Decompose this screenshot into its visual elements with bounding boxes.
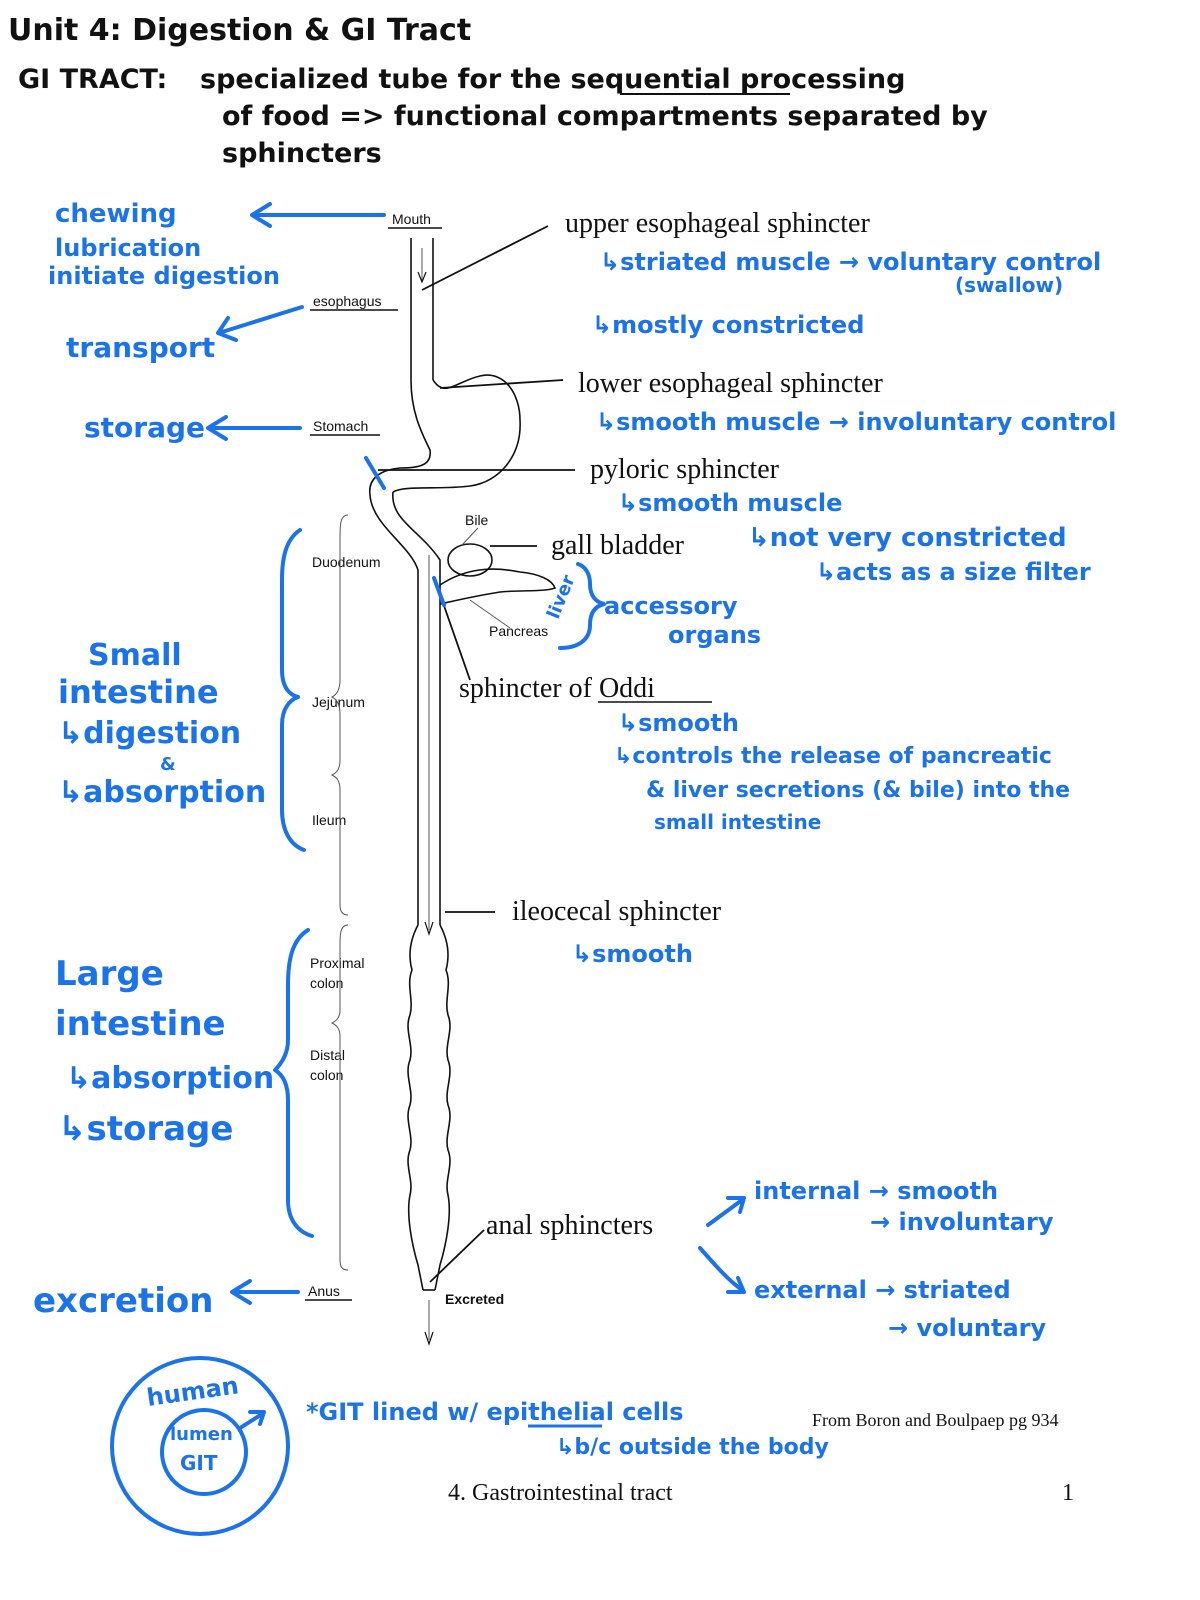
note-large-1: Large [55,954,164,994]
note-small-4: ↳absorption [58,775,266,810]
note-epithelial: *GIT lined w/ epithelial cells [306,1398,684,1426]
note-large-3: ↳absorption [66,1061,274,1096]
note-upper-2: (swallow) [955,273,1063,297]
note-external-2: → voluntary [888,1314,1047,1342]
small-intestine-brace [280,528,306,852]
arrow-anus [230,1279,300,1305]
lumen-arrow [238,1410,266,1430]
arrow-mouth [250,202,386,228]
definition-line-2: of food => functional compartments separ… [222,101,988,132]
arrow-external [698,1246,746,1294]
lumen-circle [160,1408,248,1496]
duodenum-bracket [330,514,349,760]
lumen-label: lumen [170,1424,233,1445]
distal-colon-label-1: Distal [310,1047,345,1063]
note-transport: transport [66,331,215,364]
pyloric-sphincter-label: pyloric sphincter [590,454,780,485]
note-external-1: external → striated [754,1276,1011,1304]
note-chewing: chewing [55,199,177,229]
bile-label: Bile [465,512,489,528]
accessory-organs-brace [558,562,606,650]
stomach-label: Stomach [313,418,368,434]
note-lubrication: lubrication [55,234,201,262]
ileum-label: Ileum [312,812,346,828]
proximal-colon-label-2: colon [310,975,343,991]
note-initiate-digestion: initiate digestion [48,262,280,290]
large-intestine-brace [273,928,314,1238]
note-oddi-2: ↳controls the release of pancreatic [614,744,1052,769]
definition-line-1: specialized tube for the sequential proc… [200,64,905,95]
figure-caption: 4. Gastrointestinal tract [448,1480,673,1506]
definition-line-3: sphincters [222,138,382,169]
note-oddi-3: & liver secretions (& bile) into the [646,778,1070,803]
pancreas-label: Pancreas [489,623,548,639]
note-internal-2: → involuntary [870,1208,1054,1236]
sphincter-of-oddi-label: sphincter of Oddi [459,673,655,704]
arrow-internal [706,1196,746,1227]
note-accessory-1: accessory [604,592,738,620]
note-accessory-2: organs [668,621,761,649]
note-small-2: intestine [58,673,219,711]
note-storage: storage [84,411,205,444]
note-large-2: intestine [55,1004,226,1044]
note-small-1: Small [88,638,182,673]
source-citation: From Boron and Boulpaep pg 934 [812,1410,1058,1430]
note-pyloric-2: ↳not very constricted [748,523,1067,553]
body-circle [110,1356,290,1536]
page-number: 1 [1062,1480,1074,1506]
mouth-label: Mouth [392,211,431,227]
upper-esophageal-sphincter-label: upper esophageal sphincter [565,208,870,239]
ileum-bracket [330,759,349,916]
anal-sphincters-label: anal sphincters [486,1210,653,1241]
note-oddi-4: small intestine [654,810,821,834]
note-outside-body: ↳b/c outside the body [556,1435,829,1460]
note-pyloric-3: ↳acts as a size filter [816,558,1091,586]
definition-label: GI TRACT: [18,64,167,95]
lower-esophageal-sphincter-label: lower esophageal sphincter [578,368,883,399]
note-small-3: ↳digestion [58,716,241,751]
note-excretion: excretion [33,1281,213,1321]
distal-colon-label-2: colon [310,1067,343,1083]
duodenum-label: Duodenum [312,554,381,570]
arrow-esophagus [216,305,304,342]
gall-bladder-label: gall bladder [551,530,685,561]
anus-label: Anus [308,1283,340,1299]
ileocecal-sphincter-label: ileocecal sphincter [512,896,722,927]
jejunum-label: Jejunum [312,694,365,710]
proximal-colon-label-1: Proximal [310,955,364,971]
note-small-amp: & [160,754,176,775]
note-oddi-1: ↳smooth [618,709,739,737]
esophagus-label: esophagus [313,293,382,309]
human-label: human [145,1371,240,1412]
note-ileocecal-1: ↳smooth [572,940,693,968]
note-upper-1: ↳striated muscle → voluntary control [600,248,1101,276]
note-upper-3: ↳mostly constricted [592,311,864,339]
note-large-4: ↳storage [58,1109,233,1149]
oddi-sphincter-mark [432,576,446,607]
page-title: Unit 4: Digestion & GI Tract [8,13,471,48]
note-pyloric-1: ↳smooth muscle [618,489,842,517]
git-label: GIT [180,1451,218,1475]
pyloric-sphincter-mark [364,456,386,490]
note-internal-1: internal → smooth [754,1177,998,1205]
colon-bracket [330,924,349,1271]
note-lower-1: ↳smooth muscle → involuntary control [596,408,1116,436]
gi-tract-outline [369,238,557,1346]
excreted-label: Excreted [445,1291,504,1307]
arrow-stomach [206,415,302,441]
